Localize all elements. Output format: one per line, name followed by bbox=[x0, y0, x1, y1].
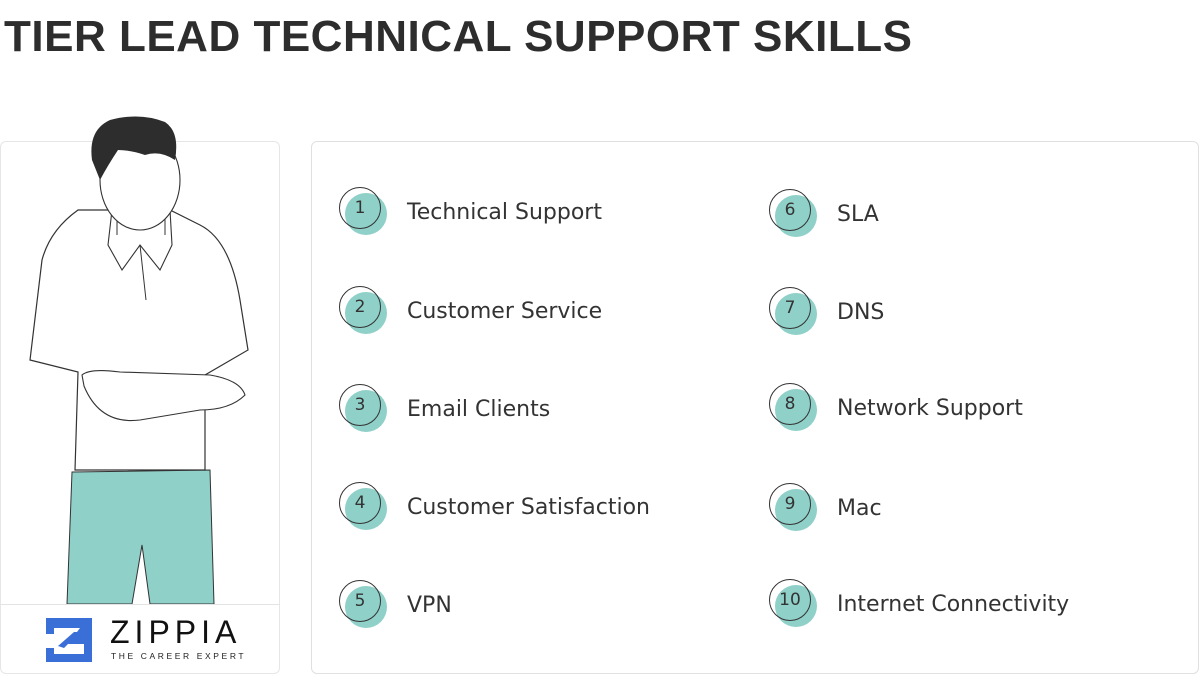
skill-label: DNS bbox=[837, 299, 885, 325]
skill-label: Network Support bbox=[837, 395, 1023, 421]
skill-item: 7 DNS bbox=[769, 287, 884, 337]
skill-label: Email Clients bbox=[407, 396, 551, 422]
skill-item: 1 Technical Support bbox=[339, 187, 602, 237]
number-badge: 10 bbox=[769, 579, 819, 629]
skill-label: VPN bbox=[407, 592, 452, 618]
number-badge: 1 bbox=[339, 187, 389, 237]
skill-item: 5 VPN bbox=[339, 580, 452, 630]
number-badge: 8 bbox=[769, 383, 819, 433]
page-title: TIER LEAD TECHNICAL SUPPORT SKILLS bbox=[4, 12, 913, 61]
brand-name: ZIPPIA bbox=[110, 614, 242, 650]
zippia-logo-icon bbox=[46, 618, 92, 662]
skill-item: 8 Network Support bbox=[769, 383, 1023, 433]
skill-item: 10 Internet Connectivity bbox=[769, 579, 1069, 629]
skill-item: 6 SLA bbox=[769, 189, 879, 239]
skill-label: Internet Connectivity bbox=[837, 591, 1070, 617]
skills-panel bbox=[311, 141, 1199, 674]
skill-label: SLA bbox=[837, 201, 879, 227]
number-badge: 3 bbox=[339, 384, 389, 434]
skill-item: 4 Customer Satisfaction bbox=[339, 482, 650, 532]
number-badge: 4 bbox=[339, 482, 389, 532]
skill-label: Technical Support bbox=[407, 199, 602, 225]
brand-footer bbox=[0, 604, 280, 675]
skill-item: 3 Email Clients bbox=[339, 384, 550, 434]
number-badge: 5 bbox=[339, 580, 389, 630]
number-badge: 6 bbox=[769, 189, 819, 239]
skill-label: Customer Satisfaction bbox=[407, 494, 650, 520]
skill-item: 2 Customer Service bbox=[339, 286, 602, 336]
person-illustration-icon bbox=[29, 116, 249, 605]
skill-label: Customer Service bbox=[407, 298, 603, 324]
brand-tagline: THE CAREER EXPERT bbox=[111, 651, 247, 661]
skill-label: Mac bbox=[837, 495, 882, 521]
number-badge: 7 bbox=[769, 287, 819, 337]
skill-item: 9 Mac bbox=[769, 483, 882, 533]
number-badge: 2 bbox=[339, 286, 389, 336]
number-badge: 9 bbox=[769, 483, 819, 533]
